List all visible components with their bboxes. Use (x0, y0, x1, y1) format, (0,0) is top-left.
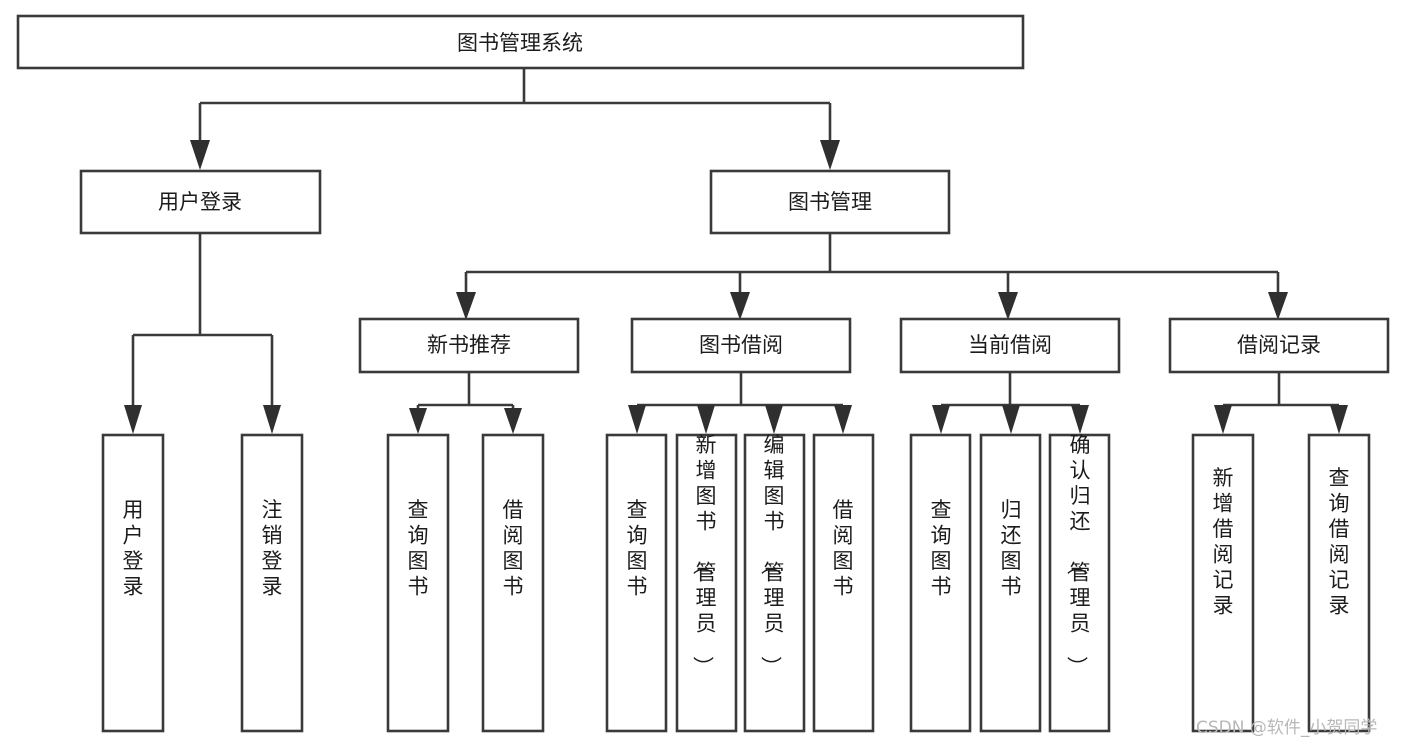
arrow-borrow-leaf2 (697, 405, 715, 434)
leaf-user-login-logout[interactable]: 注销登录 (240, 433, 304, 733)
arrow-borrow-leaf4 (834, 405, 852, 434)
leaf-borrow-query[interactable]: 查询图书 (605, 433, 668, 733)
arrow-current-leaf1 (932, 405, 950, 434)
arrow-current-leaf3 (1071, 405, 1089, 434)
leaf-current-query-label: 查询图书 (931, 498, 952, 599)
leaf-borrow-borrow-book-box[interactable] (812, 433, 875, 733)
node-user-login-box[interactable] (79, 169, 322, 235)
node-new-book-recommend-label: 新书推荐 (427, 333, 511, 357)
leaf-borrow-add-book-box[interactable] (675, 433, 738, 733)
node-new-book-recommend[interactable]: 新书推荐 (358, 317, 580, 374)
leaf-current-return-label: 归还图书 (1001, 498, 1022, 599)
node-book-management-label: 图书管理 (788, 190, 872, 214)
leaf-user-login-login-label: 用户登录 (123, 498, 144, 599)
leaf-user-login-logout-label: 注销登录 (262, 498, 283, 599)
node-root-box[interactable] (16, 14, 1025, 70)
leaf-borrow-edit-book-label: 编辑图书（管理员） (759, 433, 785, 677)
arrow-borrow-leaf1 (628, 405, 646, 434)
node-root[interactable]: 图书管理系统 (16, 14, 1025, 70)
leaf-new-book-query-label: 查询图书 (408, 498, 429, 599)
leaf-current-confirm-return-label: 确认归还（管理员） (1065, 433, 1091, 677)
leaf-borrow-add-book-label: 新增图书（管理员） (691, 433, 717, 677)
leaf-record-add[interactable]: 新增借阅记录 (1191, 433, 1255, 733)
leaf-user-login-login[interactable]: 用户登录 (101, 433, 165, 733)
arrow-book-mgmt-to-current (998, 292, 1018, 320)
leaf-current-query-box[interactable] (909, 433, 972, 733)
leaf-new-book-borrow[interactable]: 借阅图书 (481, 433, 545, 733)
leaf-new-book-borrow-label: 借阅图书 (503, 498, 524, 599)
leaf-new-book-query-box[interactable] (386, 433, 450, 733)
watermark-label: CSDN @软件_小贺同学 (1196, 718, 1377, 738)
arrow-book-mgmt-to-borrow (730, 292, 750, 320)
node-current-borrow[interactable]: 当前借阅 (899, 317, 1121, 374)
leaf-user-login-logout-box[interactable] (240, 433, 304, 733)
node-current-borrow-box[interactable] (899, 317, 1121, 374)
node-current-borrow-label: 当前借阅 (968, 333, 1052, 357)
leaf-borrow-borrow-book[interactable]: 借阅图书 (812, 433, 875, 733)
node-root-label: 图书管理系统 (457, 31, 583, 55)
node-book-borrow-label: 图书借阅 (699, 333, 783, 357)
node-borrow-record-label: 借阅记录 (1237, 333, 1321, 357)
leaf-borrow-query-label: 查询图书 (627, 498, 648, 599)
leaf-record-add-label: 新增借阅记录 (1213, 466, 1234, 618)
node-borrow-record[interactable]: 借阅记录 (1168, 317, 1390, 374)
leaf-current-query[interactable]: 查询图书 (909, 433, 972, 733)
leaf-new-book-query[interactable]: 查询图书 (386, 433, 450, 733)
arrow-borrow-leaf3 (765, 405, 783, 434)
leaf-borrow-edit-book[interactable]: 编辑图书（管理员） (743, 433, 806, 733)
arrow-root-to-user-login (190, 140, 210, 170)
node-book-management-box[interactable] (709, 169, 951, 235)
node-user-login-label: 用户登录 (158, 190, 242, 214)
leaf-record-query-label: 查询借阅记录 (1329, 466, 1350, 618)
arrow-new-book-leaf2 (504, 408, 522, 434)
leaf-borrow-borrow-book-label: 借阅图书 (833, 498, 854, 599)
node-new-book-recommend-box[interactable] (358, 317, 580, 374)
leaf-user-login-login-box[interactable] (101, 433, 165, 733)
arrow-record-leaf1 (1214, 405, 1232, 434)
arrow-new-book-leaf1 (409, 408, 427, 434)
arrow-book-mgmt-to-record (1268, 292, 1288, 320)
leaf-current-confirm-return[interactable]: 确认归还（管理员） (1048, 433, 1111, 733)
arrow-book-mgmt-to-new-book (456, 292, 476, 320)
leaf-borrow-query-box[interactable] (605, 433, 668, 733)
node-book-management[interactable]: 图书管理 (709, 169, 951, 235)
leaf-record-query-box[interactable] (1307, 433, 1371, 733)
leaf-current-return[interactable]: 归还图书 (979, 433, 1042, 733)
node-book-borrow-box[interactable] (630, 317, 852, 374)
leaf-current-return-box[interactable] (979, 433, 1042, 733)
leaf-borrow-add-book[interactable]: 新增图书（管理员） (675, 433, 738, 733)
leaf-new-book-borrow-box[interactable] (481, 433, 545, 733)
arrow-current-leaf2 (1002, 405, 1020, 434)
leaf-borrow-edit-book-box[interactable] (743, 433, 806, 733)
arrow-root-to-book-mgmt (820, 140, 840, 170)
leaf-record-add-box[interactable] (1191, 433, 1255, 733)
arrow-user-login-leaf2 (263, 405, 281, 434)
node-user-login[interactable]: 用户登录 (79, 169, 322, 235)
node-borrow-record-box[interactable] (1168, 317, 1390, 374)
leaf-record-query[interactable]: 查询借阅记录 (1307, 433, 1371, 733)
leaf-current-confirm-return-box[interactable] (1048, 433, 1111, 733)
node-book-borrow[interactable]: 图书借阅 (630, 317, 852, 374)
connector-layer (124, 68, 1348, 434)
arrow-record-leaf2 (1330, 405, 1348, 434)
arrow-user-login-leaf1 (124, 405, 142, 434)
